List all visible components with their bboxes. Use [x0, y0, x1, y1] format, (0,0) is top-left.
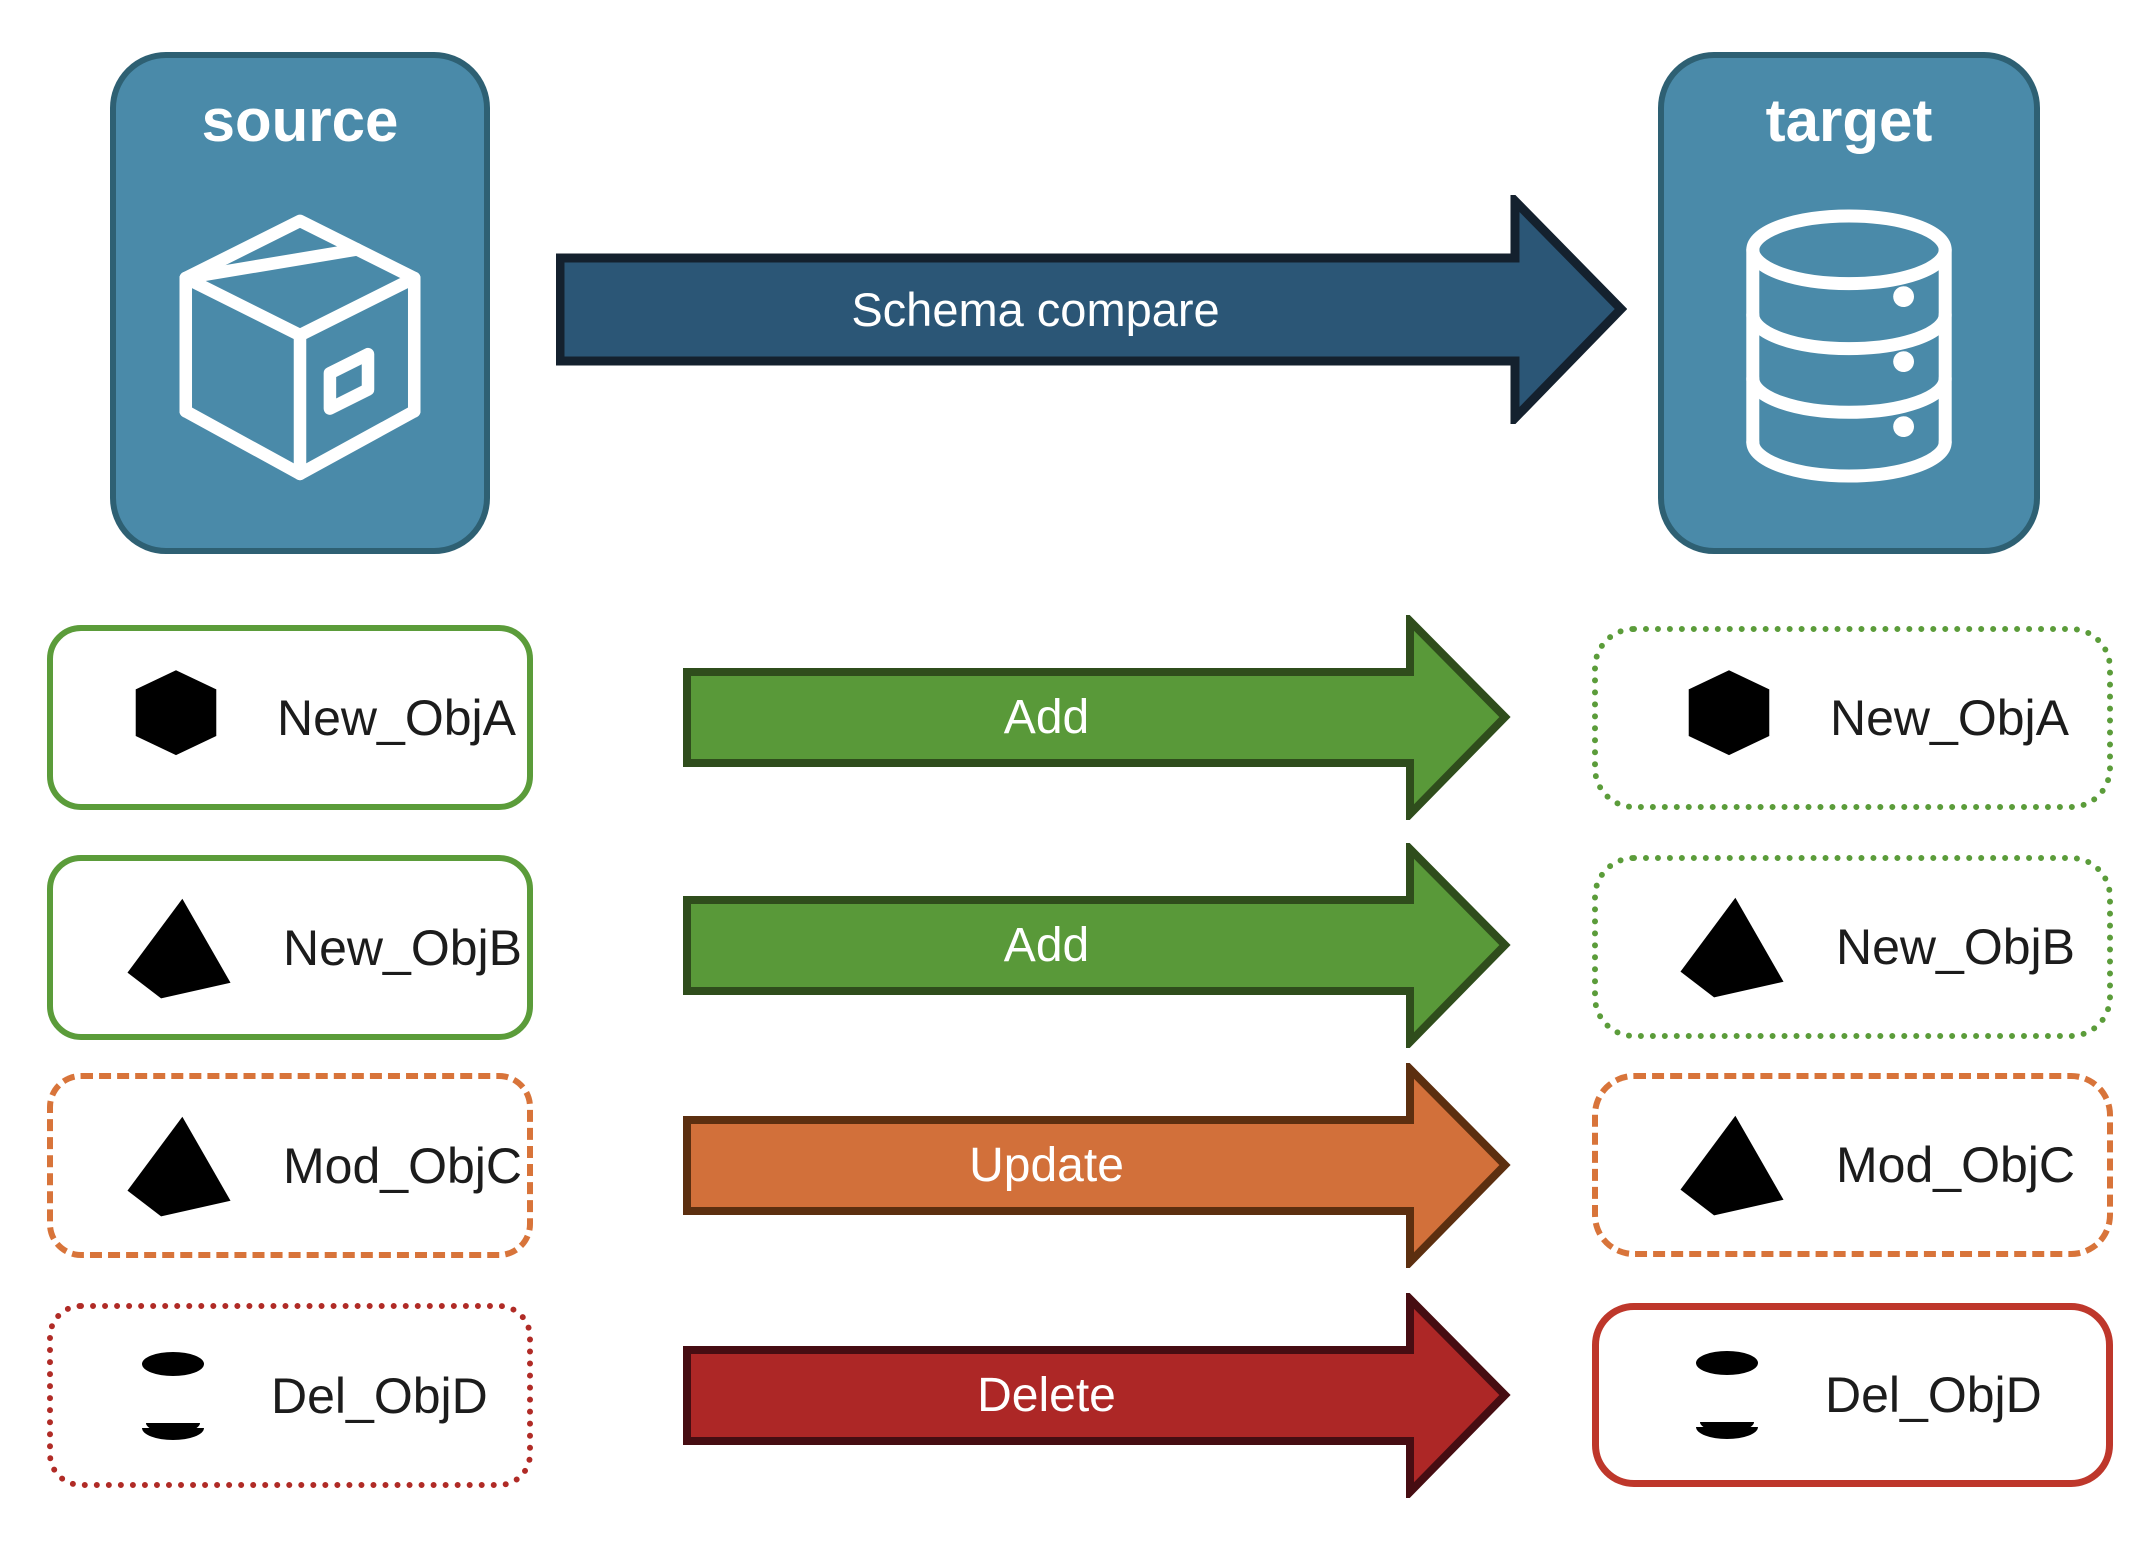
- database-icon: [1719, 154, 1979, 548]
- pyramid-icon: [1676, 1109, 1788, 1221]
- target-object-new-objb: New_ObjB: [1592, 855, 2113, 1039]
- object-name: Del_ObjD: [1825, 1367, 2042, 1423]
- source-title: source: [201, 87, 399, 154]
- action-label: Add: [1003, 691, 1090, 744]
- source-object-new-objb: New_ObjB: [47, 855, 533, 1040]
- package-icon: [164, 154, 436, 548]
- object-name: Mod_ObjC: [283, 1137, 522, 1194]
- schema-compare-arrow: Schema compare: [555, 189, 1628, 430]
- cylinder-icon: [1677, 1345, 1777, 1445]
- source-object-del-objd: Del_ObjD: [47, 1303, 533, 1488]
- action-label: Add: [1003, 919, 1090, 972]
- cylinder-icon: [123, 1346, 223, 1446]
- object-name: Del_ObjD: [271, 1367, 488, 1424]
- target-object-mod-objc: Mod_ObjC: [1592, 1073, 2113, 1257]
- pyramid-icon: [123, 1110, 235, 1222]
- source-object-new-obja: New_ObjA: [47, 625, 533, 810]
- schema-compare-label: Schema compare: [851, 283, 1220, 336]
- target-object-del-objd: Del_ObjD: [1592, 1303, 2113, 1487]
- add-arrow-row2: Add: [683, 839, 1511, 1052]
- target-title: target: [1765, 87, 1933, 154]
- source-panel: source: [110, 52, 490, 554]
- pyramid-icon: [1676, 891, 1788, 1003]
- cube-icon: [1676, 665, 1782, 771]
- object-name: New_ObjA: [1830, 690, 2069, 746]
- object-name: Mod_ObjC: [1836, 1137, 2075, 1193]
- target-panel: target: [1658, 52, 2040, 554]
- object-name: New_ObjB: [283, 919, 522, 976]
- object-name: New_ObjA: [277, 689, 516, 746]
- object-name: New_ObjB: [1836, 919, 2075, 975]
- target-object-new-obja: New_ObjA: [1592, 626, 2113, 810]
- pyramid-icon: [123, 892, 235, 1004]
- delete-arrow: Delete: [683, 1289, 1511, 1502]
- cube-icon: [123, 665, 229, 771]
- add-arrow-row1: Add: [683, 611, 1511, 824]
- update-arrow: Update: [683, 1059, 1511, 1272]
- action-label: Update: [969, 1139, 1124, 1192]
- action-label: Delete: [977, 1369, 1116, 1422]
- source-object-mod-objc: Mod_ObjC: [47, 1073, 533, 1258]
